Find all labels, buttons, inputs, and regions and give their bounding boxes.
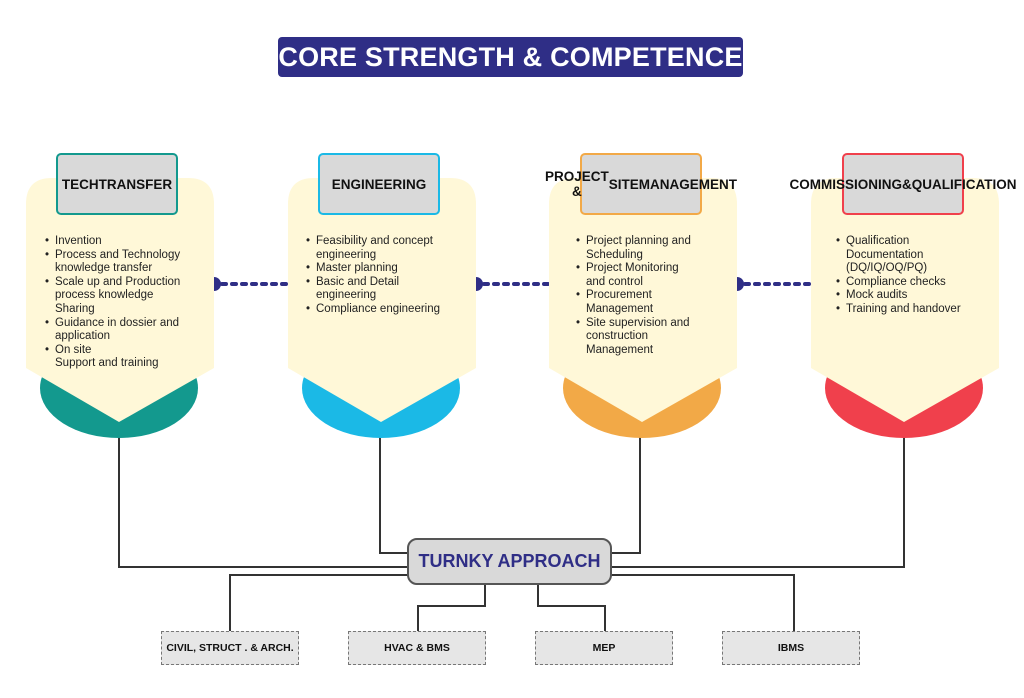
bullet-text: engineering (316, 248, 377, 261)
bullet-item: Site supervision andconstructionManageme… (576, 317, 691, 358)
bullet-text: Qualification (846, 235, 910, 247)
bullet-text: (DQ/IQ/OQ/PQ) (846, 262, 928, 275)
bullet-text: Procurement (586, 289, 652, 302)
bullet-text: Scale up and Production (55, 275, 181, 288)
bullet-text: engineering (316, 289, 377, 302)
hvac-bms-box: HVAC & BMS (348, 631, 486, 665)
bullet-text: Management (586, 302, 654, 315)
card-bullets-engineering: Feasibility and conceptengineeringMaster… (306, 235, 440, 317)
card-heading-line: MANAGEMENT (638, 176, 738, 192)
bullet-text: Invention (55, 235, 102, 247)
card-bullets-project-site-management: Project planning andSchedulingProject Mo… (576, 235, 691, 357)
civil-struct-arch-box: CIVIL, STRUCT . & ARCH. (161, 631, 299, 665)
bullet-item: Invention (45, 235, 180, 249)
bullet-text: Compliance checks (846, 275, 946, 288)
bullet-text: On site (55, 343, 92, 356)
turnky-approach-box: TURNKY APPROACH (407, 538, 612, 585)
bullet-text: Process and Technology (55, 248, 181, 261)
bullet-item: Master planning (306, 262, 440, 276)
bullet-text: Mock audits (846, 289, 908, 302)
mep-box: MEP (535, 631, 673, 665)
bullet-item: Compliance engineering (306, 303, 440, 317)
bullet-text: application (55, 330, 110, 343)
card-heading-line: TRANSFER (98, 176, 173, 192)
line-comm-to-turnky (611, 436, 905, 568)
bullet-item: Compliance checks (836, 276, 961, 290)
line-eng-to-turnky (379, 436, 408, 554)
bullet-text: construction (586, 330, 649, 343)
bullet-text: Project Monitoring (586, 262, 679, 275)
line-proj-to-turnky (611, 436, 641, 554)
bullet-text: Management (586, 343, 654, 356)
line-turnky-to-civil (229, 574, 408, 631)
ibms-box: IBMS (722, 631, 860, 665)
bullet-text: process knowledge (55, 289, 154, 302)
bullet-text: Guidance in dossier and (55, 316, 180, 329)
bullet-text: Training and handover (846, 302, 961, 315)
line-tech-to-turnky (118, 436, 408, 568)
card-heading-line: & (902, 176, 912, 192)
bullet-item: Training and handover (836, 303, 961, 317)
card-heading-commissioning-qualification: COMMISSIONING&QUALIFICATION (790, 153, 1017, 215)
bullet-text: Master planning (316, 262, 398, 275)
bullet-text: Scheduling (586, 248, 643, 261)
bullet-text: Support and training (55, 357, 159, 370)
bullet-text: Basic and Detail (316, 275, 400, 288)
line-turnky-to-mep (537, 585, 606, 631)
card-heading-line: PROJECT & (544, 169, 609, 199)
page-title: CORE STRENGTH & COMPETENCE (278, 37, 743, 77)
bullet-text: knowledge transfer (55, 262, 153, 275)
bullet-item: Mock audits (836, 289, 961, 303)
bullet-text: Sharing (55, 302, 95, 315)
bullet-text: and control (586, 275, 643, 288)
card-heading-line: QUALIFICATION (911, 176, 1017, 192)
bullet-text: Site supervision and (586, 316, 690, 329)
bullet-text: Project planning and (586, 235, 691, 247)
card-heading-line: ENGINEERING (331, 176, 427, 192)
card-heading-line: SITE (608, 176, 639, 192)
line-turnky-to-hvac (417, 585, 486, 631)
line-turnky-to-ibms (611, 574, 795, 631)
card-heading-line: COMMISSIONING (789, 176, 903, 192)
card-heading-line: TECH (61, 176, 99, 192)
card-bullets-tech-transfer: InventionProcess and Technologyknowledge… (45, 235, 180, 371)
card-heading-engineering: ENGINEERING (318, 153, 440, 215)
bullet-text: Documentation (846, 248, 924, 261)
bullet-text: Feasibility and concept (316, 235, 433, 247)
card-bullets-commissioning-qualification: QualificationDocumentation(DQ/IQ/OQ/PQ)C… (836, 235, 961, 317)
bullet-text: Compliance engineering (316, 302, 441, 315)
